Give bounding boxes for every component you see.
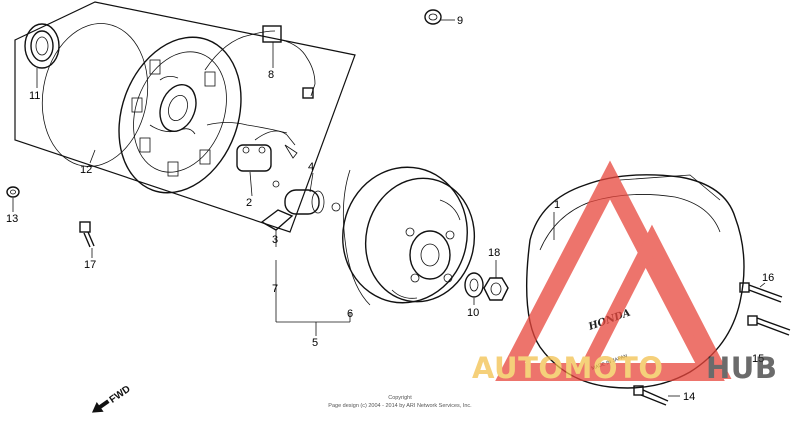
watermark-text-hub: HUB [706,351,777,385]
watermark-triangle-icon [495,160,732,381]
part-label-17: 17 [84,259,96,271]
part-label-6: 6 [347,308,353,320]
part-label-12: 12 [80,164,92,176]
part-label-8: 8 [268,69,274,81]
plug-drawing [302,87,314,99]
watermark-text-automoto: AUTOMOTO [472,351,663,385]
leader-lines [12,19,766,397]
part-label-13: 13 [6,213,18,225]
fwd-arrow: FWD [91,384,133,413]
bolt-15-drawing [747,315,791,336]
harness-wire [204,30,316,97]
nut-13-drawing [6,186,20,198]
stator-plate-drawing [118,36,242,194]
part-label-14: 14 [683,391,695,403]
copyright-line-1: Copyright [388,395,412,401]
cap-drawing [424,9,442,25]
component-4-drawing [272,180,341,215]
part-label-11: 11 [29,90,40,102]
bolt-14-drawing [633,385,669,406]
clamp-drawing [260,209,294,231]
part-label-18: 18 [488,247,500,259]
part-label-10: 10 [467,307,479,319]
watermark: AUTOMOTO HUB [472,160,777,385]
part-label-9: 9 [457,15,463,27]
part-label-15: 15 [752,353,764,365]
bolt-17-drawing [79,221,95,248]
connector-8-drawing [262,25,282,43]
pulser-coil-drawing [206,122,298,172]
part-label-4: 4 [308,161,314,173]
part-label-5: 5 [312,337,318,349]
part-label-7: 7 [272,283,278,295]
gasket-drawing [41,23,149,167]
part-label-1: 1 [554,199,560,211]
flywheel-drawing [342,166,476,306]
washer-drawing [464,272,484,298]
nut-drawing [483,277,509,301]
part-label-16: 16 [762,272,774,284]
bolt-16-drawing [739,282,783,303]
part-label-2: 2 [246,197,252,209]
stator-group-outline [14,1,356,233]
fwd-label: FWD [108,384,133,406]
copyright-line-2: Page design (c) 2004 - 2014 by ARI Netwo… [328,403,472,409]
oil-seal-drawing [24,23,60,69]
part-label-3: 3 [272,234,278,246]
